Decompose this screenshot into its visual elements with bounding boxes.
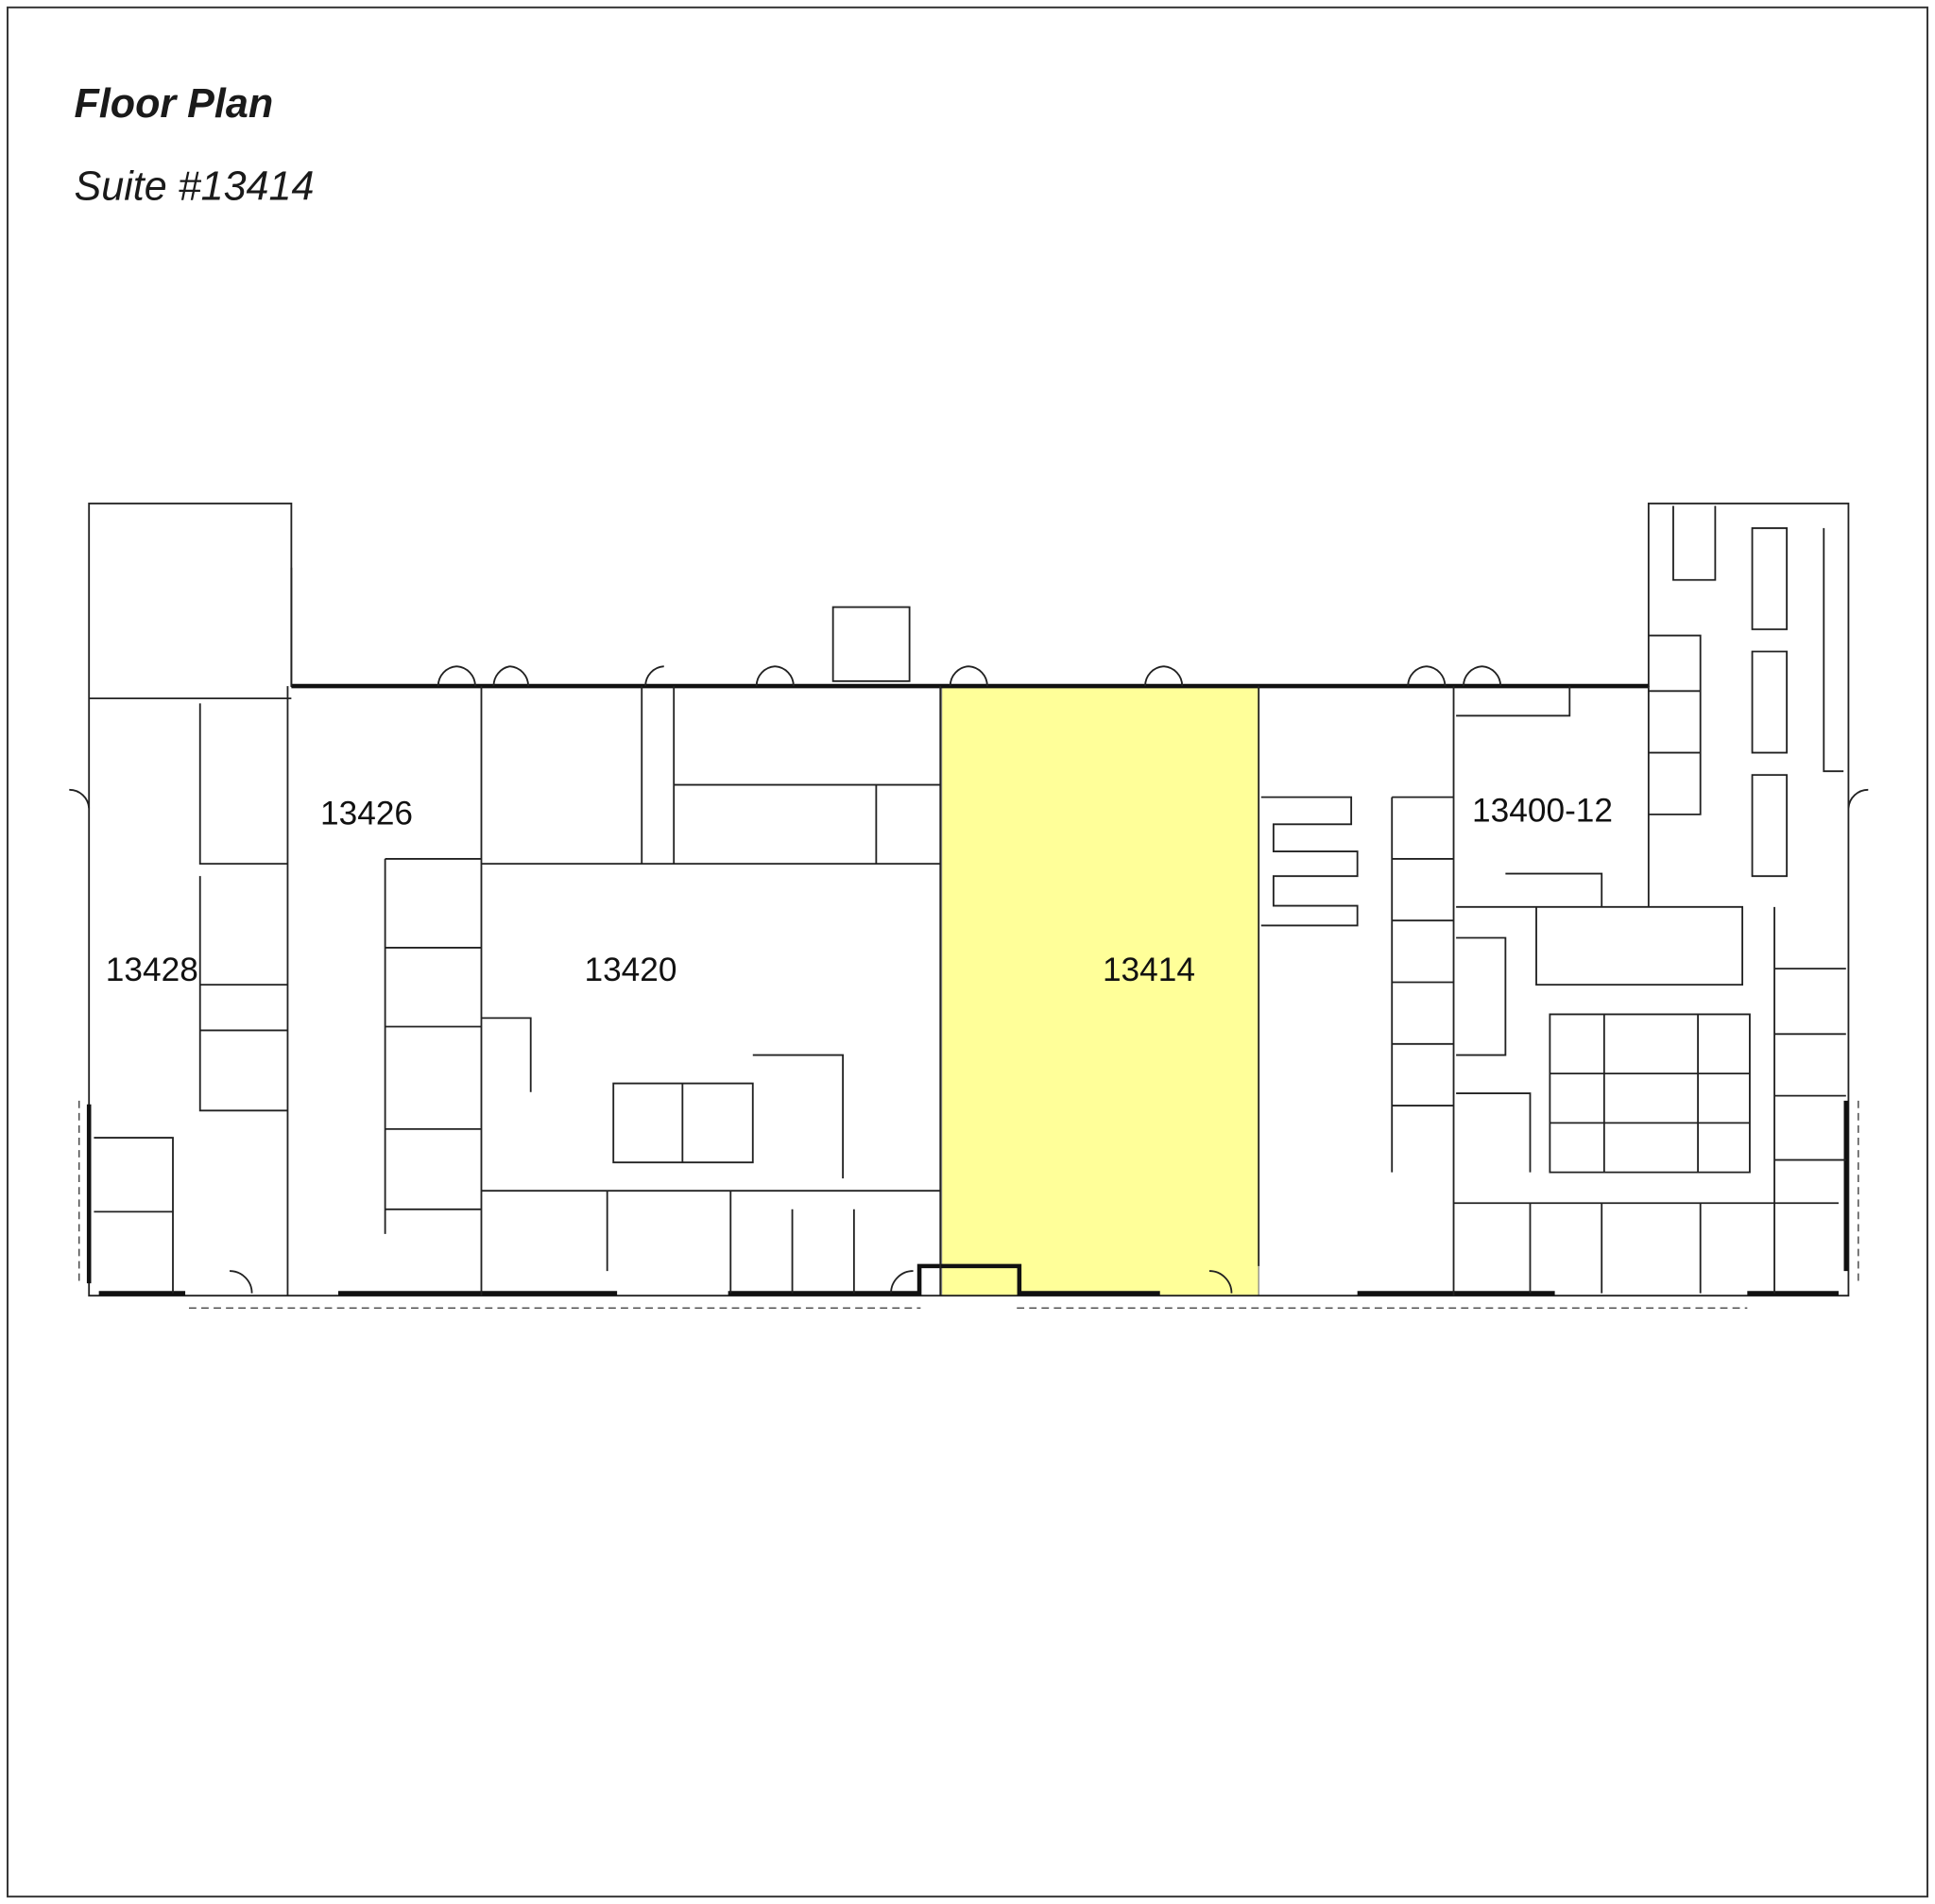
- page-frame: [7, 6, 1928, 1898]
- building-outline: [78, 502, 1859, 1309]
- interior-walls: [94, 506, 1846, 1294]
- suite-label-13400-12: 13400-12: [1472, 793, 1613, 830]
- page-subtitle: Suite #13414: [75, 164, 315, 210]
- suite-label-13428: 13428: [106, 952, 198, 988]
- suite-dividers: [286, 686, 1455, 1296]
- page-title: Floor Plan: [75, 81, 274, 127]
- door-swings: [69, 665, 1869, 1294]
- suite-label-13426: 13426: [320, 795, 413, 832]
- suite-13414-area[interactable]: [940, 686, 1259, 1296]
- suite-label-13414: 13414: [1103, 952, 1195, 988]
- suite-label-13420: 13420: [584, 952, 676, 988]
